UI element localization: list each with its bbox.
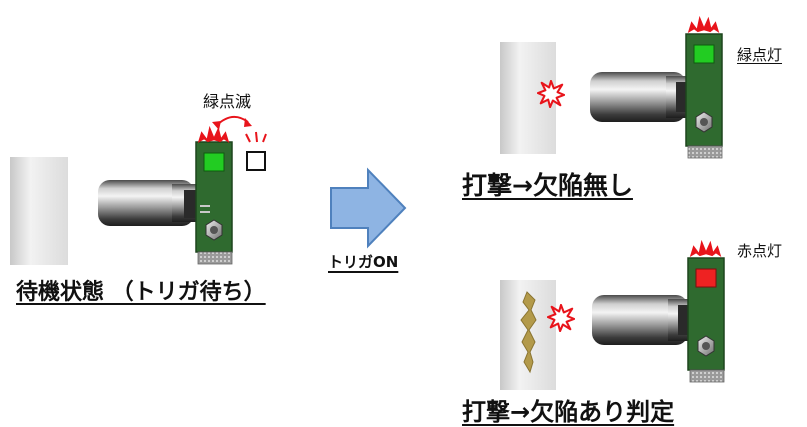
- result-ok-caption: 打撃→欠陥無し: [462, 171, 633, 200]
- standby-group: [10, 115, 267, 265]
- led-green: [693, 44, 715, 64]
- sensor-device: [590, 33, 723, 159]
- spark-icon: [197, 125, 230, 143]
- defect-crack: [520, 291, 537, 374]
- spark-icon: [689, 239, 722, 257]
- result-ng-caption: 打撃→欠陥あり判定: [462, 398, 675, 426]
- sensor-device: [592, 257, 725, 383]
- result-ng-group: [500, 239, 725, 390]
- right-arrow-icon: [330, 167, 407, 249]
- sensor-device: [98, 141, 233, 265]
- led-off-ticks-icon: [245, 131, 267, 143]
- trigger-label: トリガON: [328, 253, 399, 271]
- sensor-base: [687, 145, 723, 159]
- blink-label: 緑点滅: [203, 92, 252, 111]
- sensor-base: [197, 251, 233, 265]
- sensor-barrel: [590, 72, 686, 122]
- impact-icon: [547, 304, 575, 332]
- red-on-label: 赤点灯: [737, 242, 783, 260]
- target-panel: [10, 157, 68, 265]
- led-off-box-icon: [246, 151, 266, 171]
- result-ok-group: [500, 15, 723, 159]
- impact-icon: [537, 80, 565, 108]
- green-on-label: 緑点灯: [737, 46, 783, 64]
- sensor-barrel: [592, 295, 688, 345]
- led-green: [203, 152, 225, 172]
- sensor-barrel: [98, 180, 194, 226]
- spark-icon: [687, 15, 720, 33]
- standby-caption: 待機状態 （トリガ待ち）: [16, 280, 266, 305]
- sensor-base: [689, 369, 725, 383]
- led-red: [695, 268, 717, 288]
